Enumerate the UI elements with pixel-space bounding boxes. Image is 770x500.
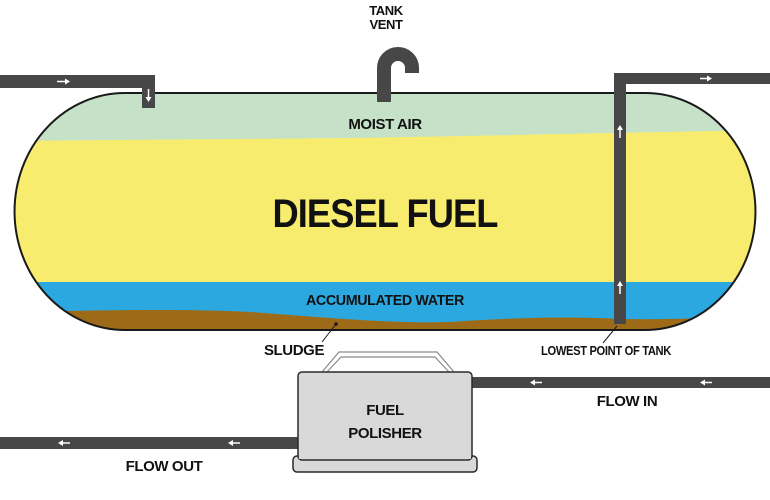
fuel-polisher-label-line2: POLISHER: [348, 425, 422, 442]
diesel-fuel-label: DIESEL FUEL: [273, 192, 499, 236]
polisher-handle: [321, 351, 455, 373]
tank-vent: [377, 47, 419, 102]
tank-vent-label-line1: TANK: [369, 3, 404, 18]
inlet-pipe: [0, 75, 155, 108]
arrow-up-icon: [617, 125, 623, 138]
flow-out-label: FLOW OUT: [126, 458, 203, 475]
arrow-up-icon: [617, 281, 623, 294]
accumulated-water-label: ACCUMULATED WATER: [306, 292, 465, 309]
suction-pipe: [614, 73, 770, 324]
tank: [14, 93, 756, 330]
flow-out-pipe: [0, 437, 300, 449]
tank-outline: [13, 92, 757, 331]
arrow-left-icon: [530, 379, 542, 386]
sludge-layer: [14, 309, 756, 330]
fuel-polisher: [292, 351, 478, 473]
arrow-right-icon: [700, 75, 712, 82]
leader-lines: [321, 322, 618, 344]
sludge-label: SLUDGE: [264, 342, 325, 359]
arrow-down-icon: [145, 89, 152, 102]
tank-vent-label-line2: VENT: [369, 17, 403, 32]
arrow-left-icon: [58, 440, 70, 446]
fuel-polisher-label-line1: FUEL: [366, 402, 404, 419]
arrow-left-icon: [700, 379, 712, 386]
flow-in-pipe: [470, 377, 770, 388]
moist-air-label: MOIST AIR: [348, 116, 422, 133]
arrow-right-icon: [57, 78, 70, 85]
flow-in-label: FLOW IN: [597, 393, 658, 410]
lowest-point-label: LOWEST POINT OF TANK: [541, 343, 672, 358]
polisher-body: [297, 371, 473, 461]
arrow-left-icon: [228, 440, 240, 446]
